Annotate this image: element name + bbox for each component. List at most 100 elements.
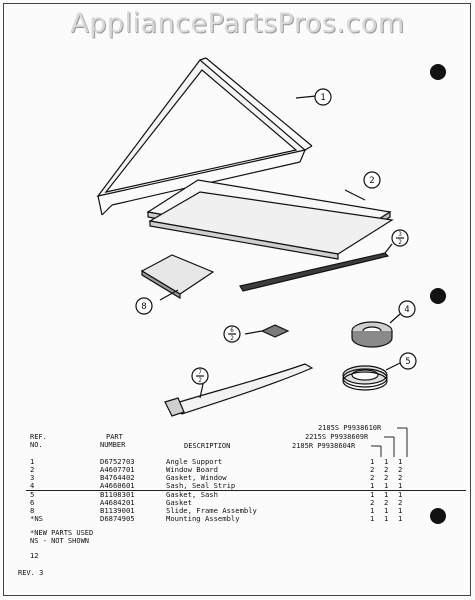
model-header-3: 2185R P9938604R <box>292 442 356 450</box>
svg-text:6: 6 <box>230 327 234 334</box>
ref-cell: 5 <box>30 490 35 499</box>
ref-cell: 8 <box>30 506 35 515</box>
callout-5: 5 <box>399 352 417 370</box>
qty-cell: 2 <box>370 473 375 482</box>
table-row: 8 B1139001 Slide, Frame Assembly 1 1 1 <box>26 506 446 515</box>
qty-cell: 2 <box>384 473 389 482</box>
table-row: 6 A4684201 Gasket 2 2 2 <box>26 498 446 507</box>
qty-cell: 2 <box>398 465 403 474</box>
ref-cell: 2 <box>30 465 35 474</box>
part-number-cell: A4684201 <box>100 498 135 507</box>
note-not-shown: NS - NOT SHOWN <box>30 537 90 545</box>
part-number-cell: D6752703 <box>100 457 135 466</box>
ref-cell: 4 <box>30 481 35 490</box>
description-cell: Gasket <box>166 498 192 507</box>
part-number-cell: D6874905 <box>100 514 135 523</box>
svg-text:4: 4 <box>404 305 409 315</box>
callout-7: 7 2 <box>191 367 209 385</box>
watermark: AppliancePartsPros.com <box>70 8 405 39</box>
part-number-cell: B1108301 <box>100 490 135 499</box>
description-cell: Slide, Frame Assembly <box>166 506 257 515</box>
part-number-cell: A4607701 <box>100 465 135 474</box>
callout-2: 2 <box>363 171 381 189</box>
svg-text:2: 2 <box>198 377 202 384</box>
qty-cell: 1 <box>384 481 389 490</box>
sash-seal-strip-drawing <box>351 313 401 348</box>
model-bracket-lines <box>371 427 408 457</box>
qty-cell: 1 <box>384 490 389 499</box>
binder-hole-bottom <box>430 508 446 524</box>
gasket-window-drawing <box>239 243 393 292</box>
gasket-small-drawing <box>244 324 290 338</box>
description-cell: Angle Support <box>166 457 223 466</box>
qty-cell: 1 <box>384 514 389 523</box>
binder-hole-top <box>430 64 446 80</box>
ref-cell: 6 <box>30 498 35 507</box>
table-row: 1 D6752703 Angle Support 1 1 1 <box>26 457 446 466</box>
qty-cell: 1 <box>398 490 403 499</box>
svg-text:7: 7 <box>198 369 202 376</box>
callout-6: 6 2 <box>223 325 241 343</box>
slide-arm-drawing <box>164 363 314 417</box>
ref-cell: *NS <box>30 514 43 523</box>
part-header-line2: NUMBER <box>100 441 126 449</box>
svg-text:2: 2 <box>398 239 402 246</box>
svg-text:3: 3 <box>398 231 402 238</box>
model-header-1: 2185S P9938610R <box>318 424 382 432</box>
qty-cell: 2 <box>398 473 403 482</box>
svg-text:5: 5 <box>405 357 410 367</box>
revision-label: REV. 3 <box>18 569 44 577</box>
ref-header-line2: NO. <box>30 441 43 449</box>
qty-cell: 1 <box>370 490 375 499</box>
svg-text:2: 2 <box>230 335 234 342</box>
qty-cell: 1 <box>384 506 389 515</box>
window-board-drawing <box>146 179 394 260</box>
table-row: 5 B1108301 Gasket, Sash 1 1 1 <box>26 490 446 499</box>
page-number: 12 <box>30 552 39 560</box>
callout-8: 8 <box>135 297 153 315</box>
part-number-cell: B4764402 <box>100 473 135 482</box>
ref-cell: 1 <box>30 457 35 466</box>
svg-text:2: 2 <box>369 176 374 186</box>
description-cell: Gasket, Window <box>166 473 227 482</box>
note-new-parts: *NEW PARTS USED <box>30 529 94 537</box>
model-header-2: 2215S P9938609R <box>305 433 369 441</box>
callout-1: 1 <box>314 88 332 106</box>
qty-cell: 1 <box>370 506 375 515</box>
part-number-cell: A4660601 <box>100 481 135 490</box>
qty-cell: 2 <box>384 465 389 474</box>
slide-frame-drawing <box>140 254 215 301</box>
qty-cell: 1 <box>370 481 375 490</box>
ref-header-line1: REF. <box>30 433 47 441</box>
qty-cell: 1 <box>398 457 403 466</box>
table-row: 2 A4607701 Window Board 2 2 2 <box>26 465 446 474</box>
table-divider <box>26 490 466 491</box>
svg-text:8: 8 <box>141 302 146 312</box>
description-header: DESCRIPTION <box>184 442 231 450</box>
qty-cell: 1 <box>398 514 403 523</box>
qty-cell: 1 <box>398 481 403 490</box>
callout-3: 3 2 <box>391 229 409 247</box>
gasket-sash-drawing <box>342 362 401 391</box>
table-row: 4 A4660601 Sash, Seal Strip 1 1 1 <box>26 481 446 490</box>
qty-cell: 1 <box>370 457 375 466</box>
qty-cell: 2 <box>370 465 375 474</box>
description-cell: Mounting Assembly <box>166 514 240 523</box>
qty-cell: 2 <box>370 498 375 507</box>
description-cell: Sash, Seal Strip <box>166 481 236 490</box>
svg-text:1: 1 <box>320 93 325 103</box>
qty-cell: 2 <box>384 498 389 507</box>
qty-cell: 1 <box>384 457 389 466</box>
ref-cell: 3 <box>30 473 35 482</box>
callout-4: 4 <box>398 300 416 318</box>
qty-cell: 1 <box>370 514 375 523</box>
binder-hole-middle <box>430 288 446 304</box>
qty-cell: 1 <box>398 506 403 515</box>
table-row: 3 B4764402 Gasket, Window 2 2 2 <box>26 473 446 482</box>
angle-support-drawing <box>96 57 317 216</box>
part-number-cell: B1139001 <box>100 506 135 515</box>
page-frame <box>3 3 471 596</box>
qty-cell: 2 <box>398 498 403 507</box>
